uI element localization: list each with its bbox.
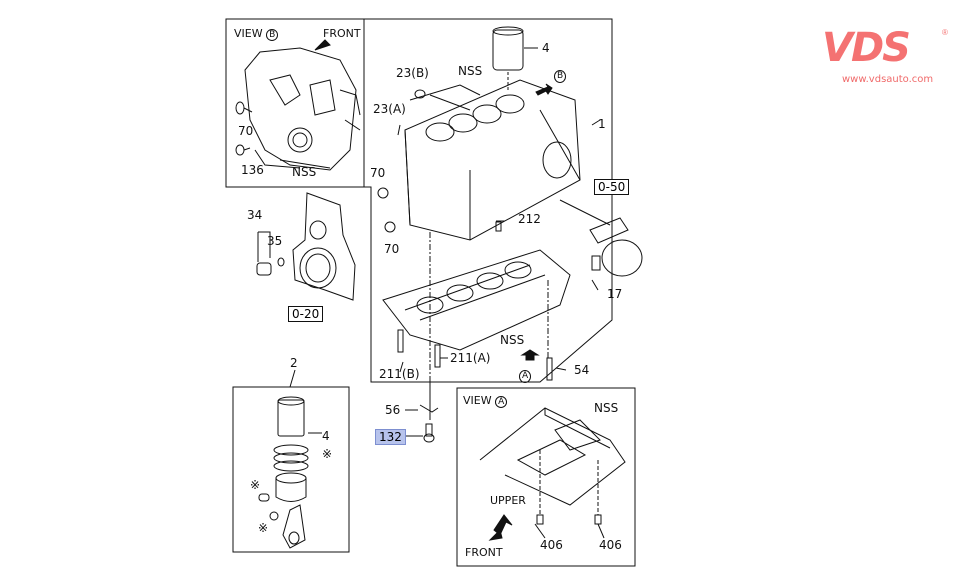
kit-star-3: ※ — [258, 521, 269, 535]
part-label-nss-lower: NSS — [500, 333, 525, 347]
view-a-front-label: FRONT — [465, 546, 503, 559]
leader-lines — [289, 47, 605, 539]
oil-filter-drawing — [559, 195, 643, 277]
kit-star-2: ※ — [250, 478, 261, 492]
view-a-id: A — [495, 396, 508, 408]
part-label-132-highlighted[interactable]: 132 — [375, 429, 406, 445]
view-a-marker: A — [519, 370, 532, 383]
part-label-406b[interactable]: 406 — [599, 538, 622, 552]
block-frame — [364, 18, 613, 383]
ref-box-0-20[interactable]: 0-20 — [288, 306, 324, 322]
part-label-17[interactable]: 17 — [607, 287, 623, 301]
part-label-136: 136 — [241, 163, 264, 177]
part-label-406a[interactable]: 406 — [540, 538, 563, 552]
part-label-211b[interactable]: 211(B) — [379, 367, 420, 381]
part-label-56[interactable]: 56 — [385, 403, 401, 417]
view-b-word: VIEW — [234, 27, 263, 40]
view-b-frame — [225, 18, 365, 188]
part-label-34[interactable]: 34 — [247, 208, 263, 222]
part-label-1[interactable]: 1 — [598, 117, 606, 131]
part-label-35[interactable]: 35 — [267, 234, 283, 248]
oil-pan-view-a-drawing — [479, 407, 626, 541]
piston-kit-frame — [232, 386, 350, 553]
bolt-drawing — [419, 380, 439, 443]
part-label-2[interactable]: 2 — [290, 356, 298, 370]
view-b-id: B — [266, 29, 279, 41]
cylinder-block-drawing — [404, 26, 581, 241]
part-label-nss-viewa: NSS — [594, 401, 619, 415]
part-label-212[interactable]: 212 — [518, 212, 541, 226]
view-b-marker: B — [554, 70, 567, 83]
part-label-70-viewb: 70 — [238, 124, 254, 138]
view-a-frame — [456, 387, 636, 567]
part-label-nss-top: NSS — [458, 64, 483, 78]
part-label-70b[interactable]: 70 — [384, 242, 400, 256]
part-label-4-kit[interactable]: 4 — [322, 429, 330, 443]
view-b-front-label: FRONT — [323, 27, 361, 40]
registered-mark: ® — [942, 28, 948, 37]
view-a-title: VIEW A — [463, 394, 508, 408]
view-a-word: VIEW — [463, 394, 492, 407]
part-label-4[interactable]: 4 — [542, 41, 550, 55]
part-label-54[interactable]: 54 — [574, 363, 590, 377]
upper-label: UPPER — [490, 494, 526, 507]
view-b-title: VIEW B — [234, 27, 279, 41]
logo-text: VDS — [822, 25, 911, 71]
lower-crankcase-drawing — [382, 221, 571, 381]
part-label-70a[interactable]: 70 — [370, 166, 386, 180]
part-label-23a[interactable]: 23(A) — [373, 102, 406, 116]
part-label-23b[interactable]: 23(B) — [396, 66, 429, 80]
part-label-nss-viewb: NSS — [292, 165, 317, 179]
vds-logo: VDS ® — [822, 25, 948, 71]
kit-star-1: ※ — [322, 447, 333, 461]
gasket-plate-drawing — [256, 192, 356, 301]
brand-url: www.vdsauto.com — [842, 74, 934, 85]
ref-box-0-50[interactable]: 0-50 — [594, 179, 630, 195]
part-label-211a[interactable]: 211(A) — [450, 351, 491, 365]
piston-kit-drawing — [258, 396, 309, 549]
timing-cover-drawing — [235, 39, 361, 171]
